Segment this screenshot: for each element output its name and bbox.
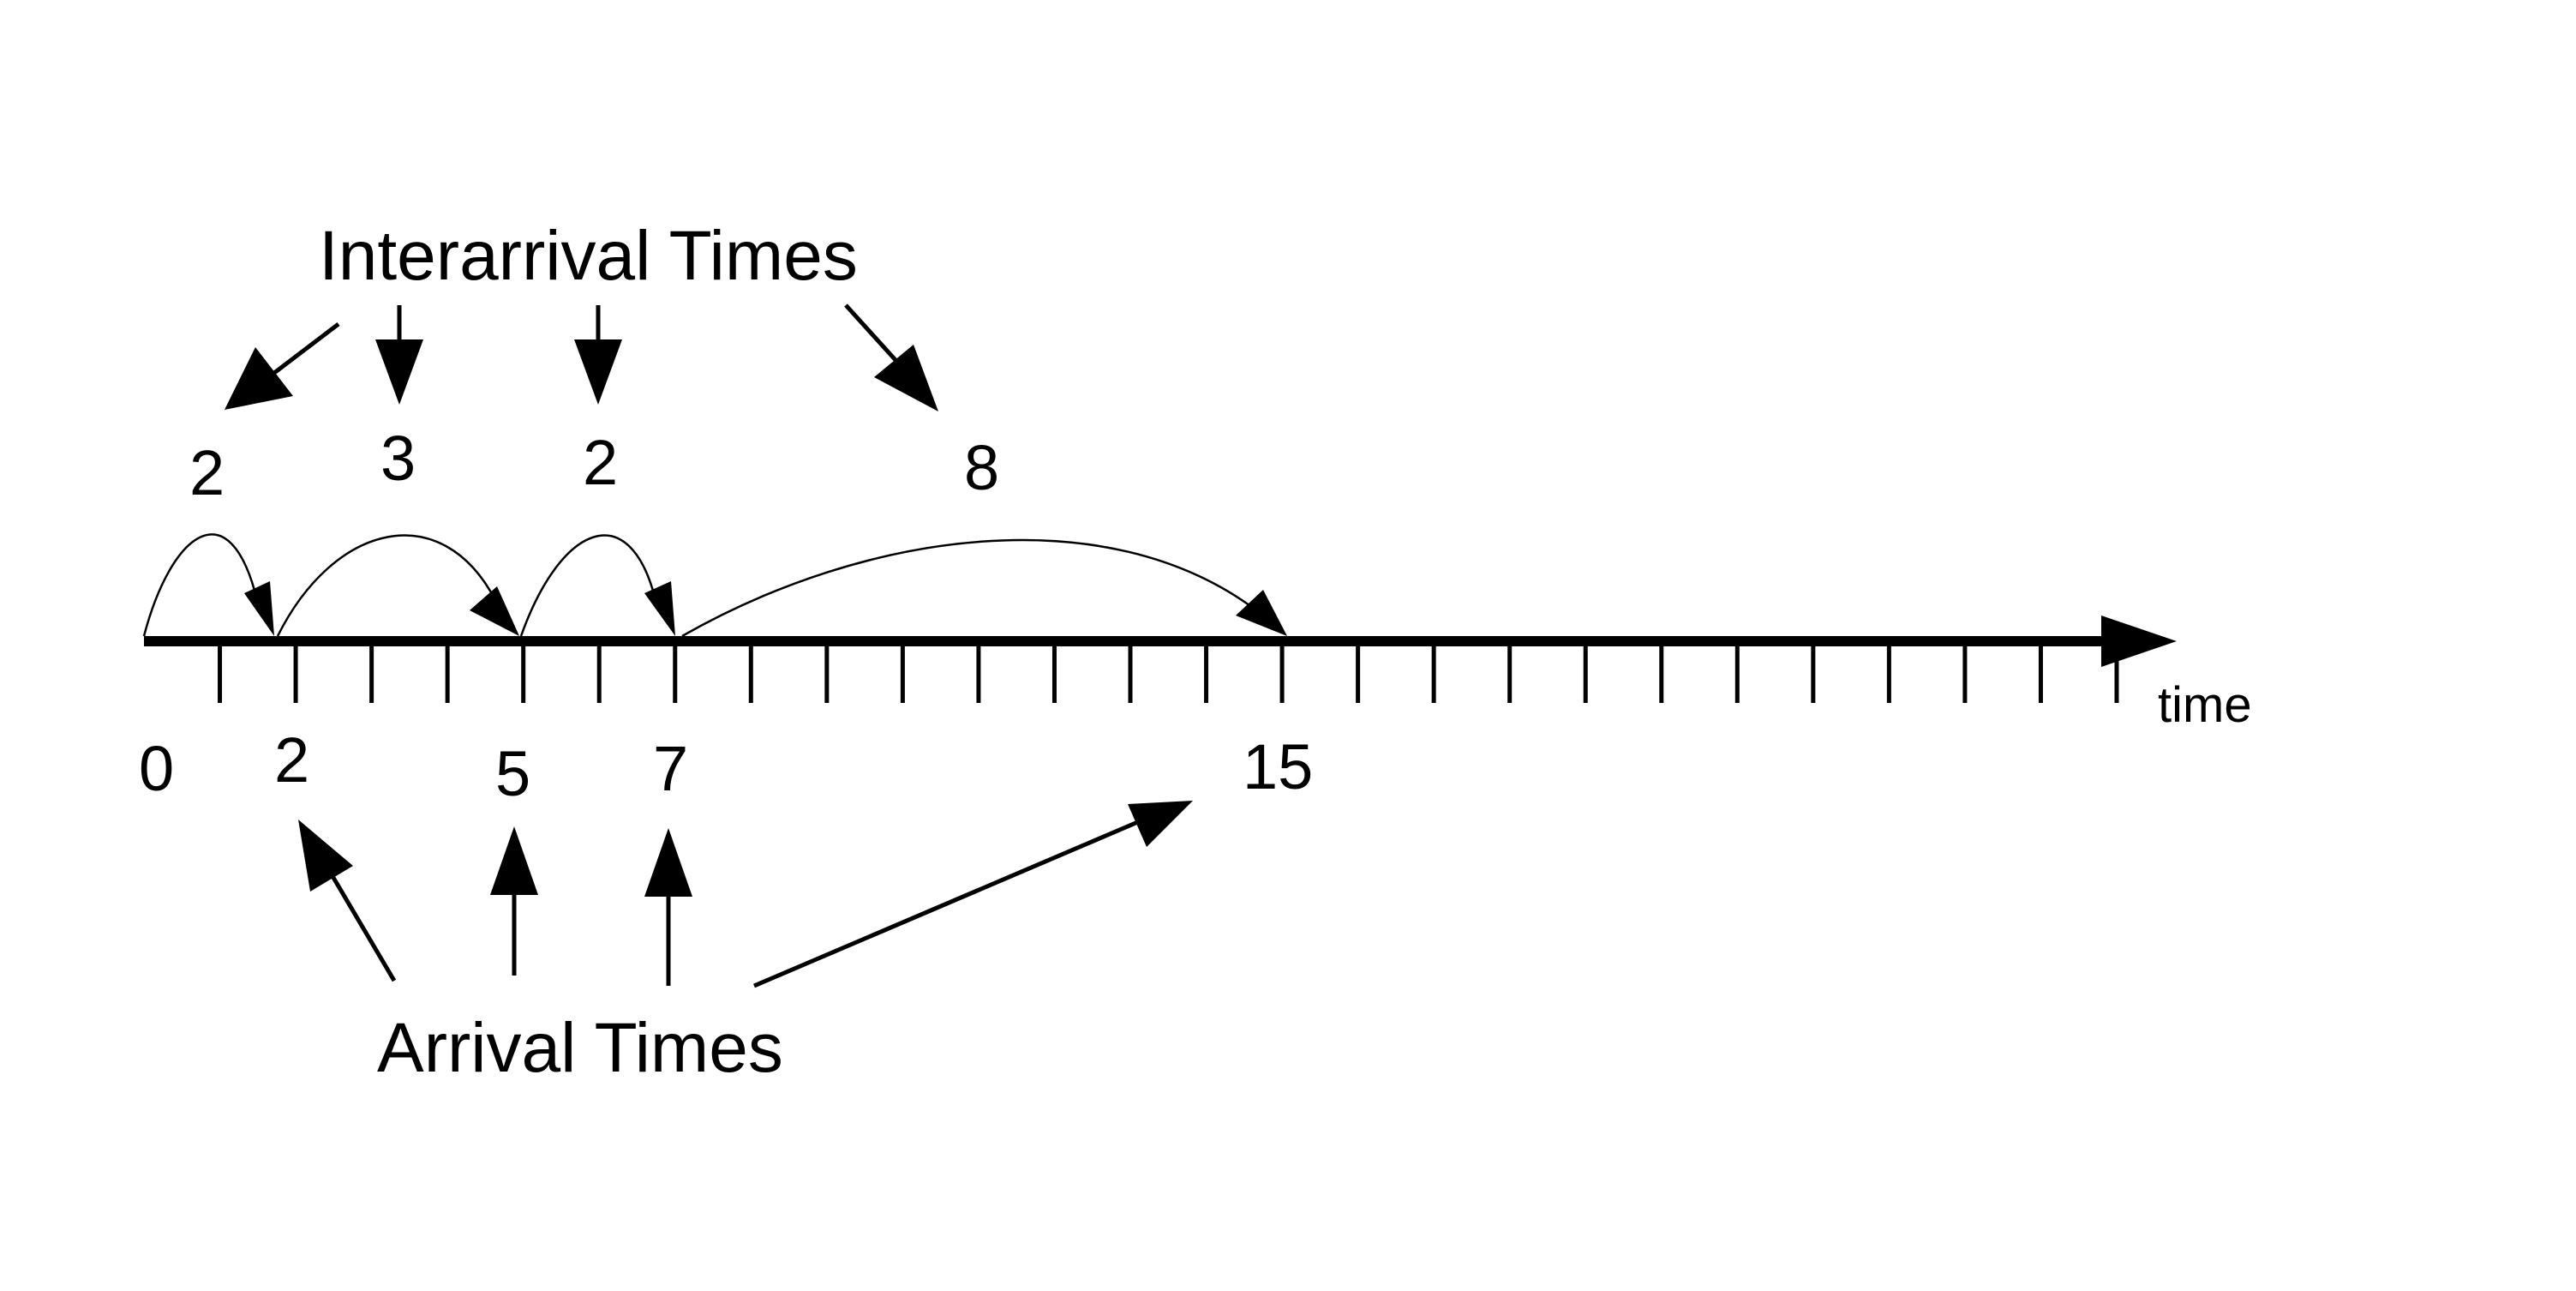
interarrival-arc-2 [276, 534, 497, 637]
interarrival-pointer-arrows [225, 303, 938, 411]
time-axis-arrowhead [2101, 615, 2177, 667]
time-axis-ticks [218, 646, 2119, 703]
interarrival-label-3: 2 [583, 427, 618, 498]
arrival-pointer-1-head [298, 820, 353, 892]
arrival-label-4: 15 [1243, 731, 1313, 802]
interarrival-arc-1 [142, 533, 259, 637]
arrival-label-1: 2 [274, 724, 309, 796]
interarrival-arc-head-2 [470, 586, 519, 636]
interarrival-pointer-3-head [574, 339, 622, 405]
arrival-pointer-3-head [644, 828, 692, 897]
interarrival-times-title: Interarrival Times [319, 217, 858, 295]
arrival-pointer-arrows [298, 801, 1193, 988]
arrival-times-title: Arrival Times [377, 1009, 783, 1087]
arrival-label-3: 7 [653, 733, 688, 804]
interarrival-label-4: 8 [964, 432, 999, 503]
interarrival-arc-3 [519, 534, 657, 637]
arrival-pointer-4 [753, 819, 1141, 988]
arrival-pointer-1 [330, 874, 397, 982]
time-axis-label: time [2158, 677, 2252, 733]
arrival-pointer-2-head [490, 826, 538, 895]
interarrival-pointer-1-head [225, 347, 293, 410]
interarrival-arc-head-1 [244, 581, 274, 636]
interarrival-arc-head-4 [1236, 590, 1287, 636]
interarrival-arc-4 [681, 538, 1257, 638]
arrival-pointer-4-head [1128, 801, 1193, 847]
interarrival-label-2: 3 [380, 423, 416, 494]
interarrival-label-1: 2 [189, 437, 225, 508]
interarrival-pointer-1 [273, 322, 340, 375]
interarrival-pointer-4 [844, 303, 897, 362]
interarrival-pointer-2-head [375, 339, 423, 405]
interarrival-arc-head-3 [644, 581, 675, 636]
origin-label: 0 [139, 733, 174, 804]
interarrival-pointer-4-head [874, 345, 938, 411]
arrival-label-2: 5 [495, 738, 530, 809]
time-axis [144, 615, 2177, 703]
interarrival-arcs [142, 533, 1257, 638]
interarrival-arc-heads [244, 581, 1287, 636]
